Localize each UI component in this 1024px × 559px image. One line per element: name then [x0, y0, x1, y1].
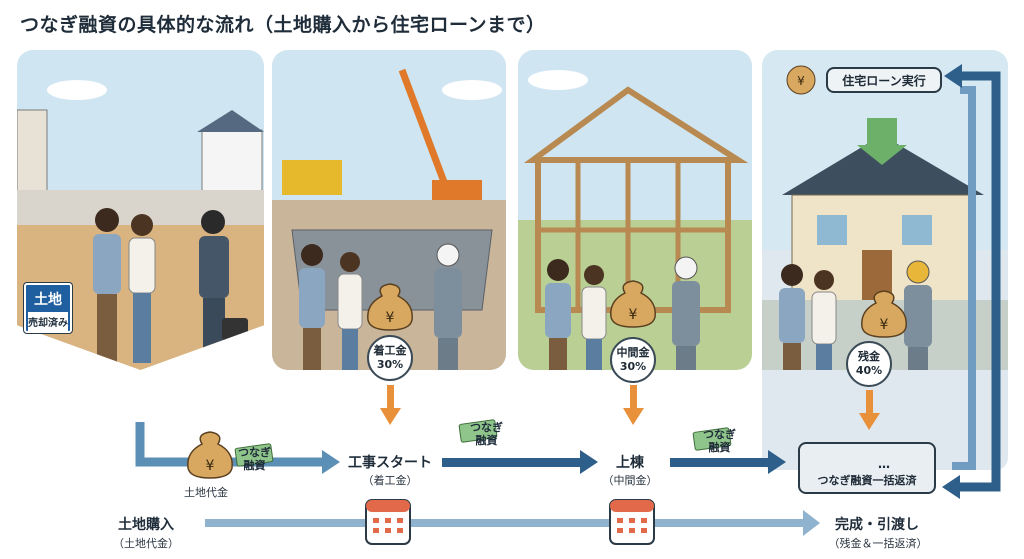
bridge-loan-note-2: つなぎ 融資 [470, 421, 503, 448]
home-loan-badge: 住宅ローン実行 [826, 67, 942, 93]
payment-label: 着工金 [373, 344, 407, 358]
step-sub-framing: （中間金） [602, 474, 658, 487]
panel-completion [762, 50, 1008, 470]
step-sub-construction-start: （着工金） [362, 474, 418, 487]
payment-circle-3: 残金 40% [846, 341, 892, 387]
panel-construction-start [272, 50, 506, 370]
step-title-construction-start: 工事スタート [348, 455, 432, 471]
payment-circle-1: 着工金 30% [367, 335, 413, 381]
land-sign-status: 売却済み [28, 312, 68, 331]
step-sub-completion: （残金＆一括返済） [828, 537, 928, 550]
payment-circle-2: 中間金 30% [610, 337, 656, 383]
repay-badge: つなぎ融資一括返済 [798, 442, 936, 494]
step-sub-land-purchase: （土地代金） [113, 537, 179, 550]
repay-ellipsis: … [878, 457, 890, 471]
repay-badge-label: つなぎ融資一括返済 [817, 474, 917, 487]
calendar-icon [365, 499, 411, 545]
payment-label: 残金 [858, 350, 880, 364]
page-title: つなぎ融資の具体的な流れ（土地購入から住宅ローンまで） [20, 14, 546, 36]
payment-label: 中間金 [616, 346, 650, 360]
step-title-completion: 完成・引渡し [835, 517, 919, 533]
land-fee-money-bag-icon: ¥ [187, 431, 233, 479]
payment-arrow-icon [623, 385, 644, 425]
bridge-loan-note-1: つなぎ 融資 [238, 446, 271, 473]
land-sold-sign: 土地 売却済み [24, 283, 72, 333]
payment-arrow-icon [380, 385, 401, 425]
land-fee-label: 土地代金 [184, 486, 228, 499]
payment-percent: 30% [376, 358, 404, 371]
payment-percent: 30% [619, 360, 647, 373]
flow-arrow-2 [442, 450, 598, 474]
bridge-loan-note-3: つなぎ 融資 [703, 428, 736, 455]
svg-text:¥: ¥ [206, 458, 215, 474]
panel-framing [518, 50, 752, 370]
step-title-framing: 上棟 [616, 455, 644, 471]
land-sign-title: 土地 [34, 292, 62, 308]
step-title-land-purchase: 土地購入 [118, 517, 174, 533]
calendar-icon [609, 499, 655, 545]
timeline-arrow [205, 510, 820, 536]
payment-percent: 40% [855, 364, 883, 377]
